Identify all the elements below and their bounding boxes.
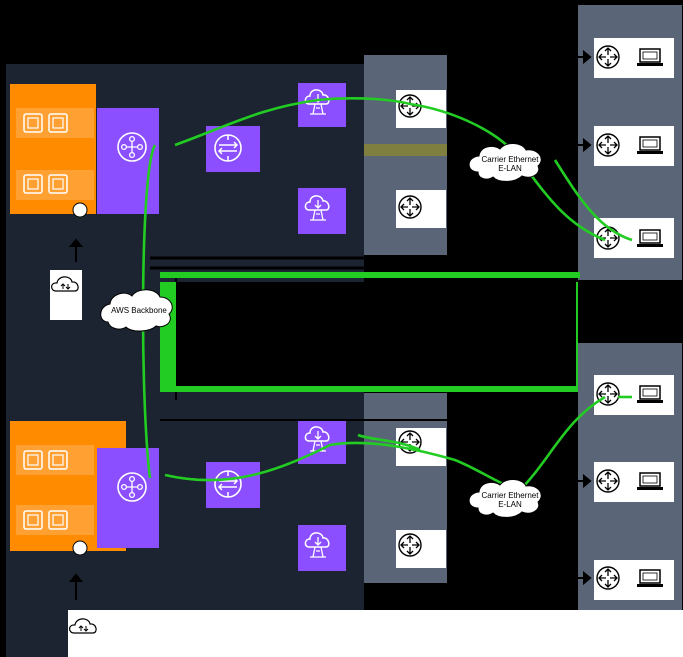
router-icon [596,45,620,69]
vpc-router-icon [117,132,147,162]
carrier-ethernet-line2: E-LAN [498,500,522,509]
vpc-router-box-bottom [97,448,159,548]
vpc-router-icon [117,472,147,502]
router-icon [596,382,620,406]
green-band [160,272,580,278]
carrier-ethernet-cloud-bottom [468,479,542,518]
desktop-client-icon [636,229,664,248]
transit-gateway-box-bottom [206,462,260,508]
subnet-box [16,445,94,475]
olive-band [364,144,447,156]
internet-gateway-box-bottom [68,610,683,657]
vpc-endpoint-icon [72,202,88,218]
direct-connect-box [298,525,346,571]
carrier-ethernet-line1: Carrier Ethernet [481,491,539,500]
router-icon [398,195,422,219]
router-icon [596,566,620,590]
carrier-ethernet-cloud-top [468,143,542,182]
desktop-client-icon [636,472,664,491]
green-band-divider [176,282,576,386]
arrow-markers [68,49,592,600]
direct-connect-box [298,188,346,234]
desktop-client-icon [636,569,664,588]
transit-gateway-box-top [206,126,260,172]
aws-backbone-cloud [100,289,173,332]
vpc-endpoint-icon [72,540,88,556]
router-icon [398,533,422,557]
direct-connect-box [298,83,346,127]
carrier-ethernet-line1: Carrier Ethernet [481,155,539,164]
aws-backbone-label: AWS Backbone [111,306,167,315]
desktop-client-icon [636,136,664,155]
carrier-ethernet-label-top: Carrier Ethernet E-LAN [473,155,547,173]
router-icon [596,133,620,157]
router-icon [596,469,620,493]
desktop-client-icon [636,385,664,404]
subnet-box [16,505,94,535]
desktop-client-icon [636,48,664,67]
carrier-ethernet-line2: E-LAN [498,164,522,173]
connector-line [150,256,578,270]
carrier-ethernet-label-bottom: Carrier Ethernet E-LAN [473,491,547,509]
subnet-box [16,108,94,138]
